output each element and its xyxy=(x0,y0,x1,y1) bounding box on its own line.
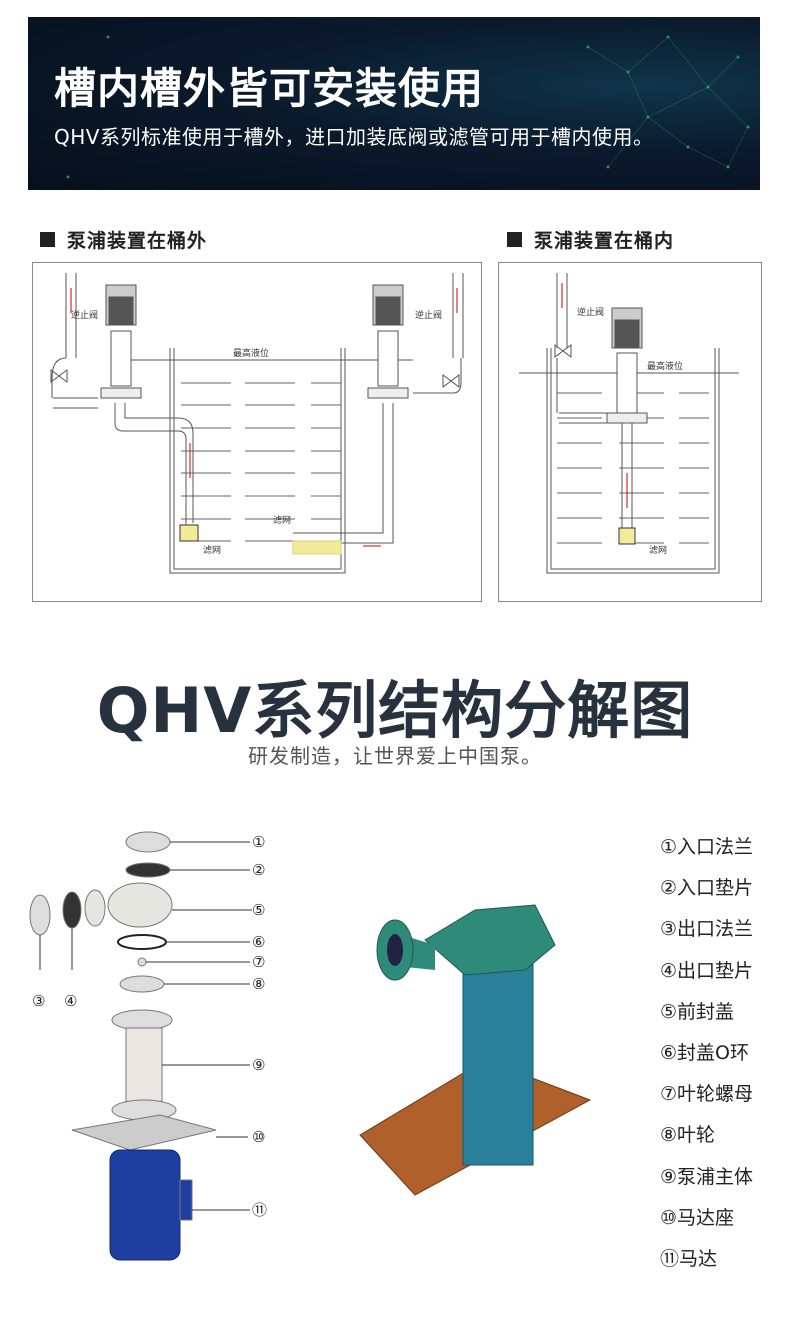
structure-title: QHV系列结构分解图 xyxy=(96,674,694,747)
svg-text:最高液位: 最高液位 xyxy=(647,360,683,372)
part-item: ②入口垫片 xyxy=(660,877,754,900)
svg-text:最高液位: 最高液位 xyxy=(233,347,269,359)
svg-text:逆止阀: 逆止阀 xyxy=(71,309,98,321)
part-item: ⑦叶轮螺母 xyxy=(660,1083,754,1106)
diagram-inside-tank: 最高液位 逆止阀 滤网 xyxy=(498,262,762,602)
svg-text:②: ② xyxy=(252,861,265,879)
svg-text:⑦: ⑦ xyxy=(252,953,265,971)
banner-subtitle: QHV系列标准使用于槽外，进口加装底阀或滤管可用于槽内使用。 xyxy=(54,125,654,149)
part-item: ⑥封盖O环 xyxy=(660,1041,749,1064)
pump-cutaway-3d xyxy=(359,904,592,1196)
part-item: ⑤前封盖 xyxy=(660,1000,735,1023)
svg-text:①: ① xyxy=(252,833,265,851)
section-title: 泵浦装置在桶外 xyxy=(67,230,208,252)
part-item: ⑪马达 xyxy=(660,1247,718,1270)
svg-text:③: ③ xyxy=(32,992,45,1010)
banner-title: 槽内槽外皆可安装使用 xyxy=(54,64,485,113)
part-item: ①入口法兰 xyxy=(660,836,754,858)
svg-text:滤网: 滤网 xyxy=(203,544,221,556)
section-heading-outside: 泵浦装置在桶外 xyxy=(40,226,207,253)
hero-banner: 槽内槽外皆可安装使用 QHV系列标准使用于槽外，进口加装底阀或滤管可用于槽内使用… xyxy=(28,17,760,190)
part-item: ⑨泵浦主体 xyxy=(660,1165,754,1188)
svg-text:⑪: ⑪ xyxy=(252,1201,267,1219)
parts-list: ①入口法兰 ②入口垫片 ③出口法兰 ④出口垫片 ⑤前封盖 ⑥封盖O环 ⑦叶轮螺母… xyxy=(660,833,753,1286)
square-bullet-icon xyxy=(507,232,522,247)
section-title: 泵浦装置在桶内 xyxy=(534,230,675,252)
part-item: ④出口垫片 xyxy=(660,959,754,982)
svg-text:⑤: ⑤ xyxy=(252,901,265,919)
svg-text:⑥: ⑥ xyxy=(252,933,265,951)
network-background xyxy=(66,35,750,179)
svg-text:⑧: ⑧ xyxy=(252,975,265,993)
part-item: ⑩马达座 xyxy=(660,1206,735,1229)
svg-text:⑩: ⑩ xyxy=(252,1128,265,1146)
diagram-outside-tank: 最高液位 逆止阀 滤网 逆止阀 滤网 xyxy=(32,262,482,602)
svg-text:⑨: ⑨ xyxy=(252,1056,265,1074)
part-item: ③出口法兰 xyxy=(660,918,754,941)
svg-text:滤网: 滤网 xyxy=(649,544,667,556)
svg-text:④: ④ xyxy=(64,992,77,1010)
part-item: ⑧叶轮 xyxy=(660,1124,716,1147)
square-bullet-icon xyxy=(40,232,55,247)
svg-text:逆止阀: 逆止阀 xyxy=(415,309,442,321)
exploded-view-diagram: ① ② ③ ④ ⑤ ⑥ ⑦ ⑧ ⑨ ⑩ ⑪ xyxy=(29,831,267,1261)
structure-subtitle: 研发制造，让世界爱上中国泵。 xyxy=(248,744,542,768)
section-heading-inside: 泵浦装置在桶内 xyxy=(507,226,674,253)
svg-text:滤网: 滤网 xyxy=(273,514,291,526)
svg-text:逆止阀: 逆止阀 xyxy=(577,306,604,318)
